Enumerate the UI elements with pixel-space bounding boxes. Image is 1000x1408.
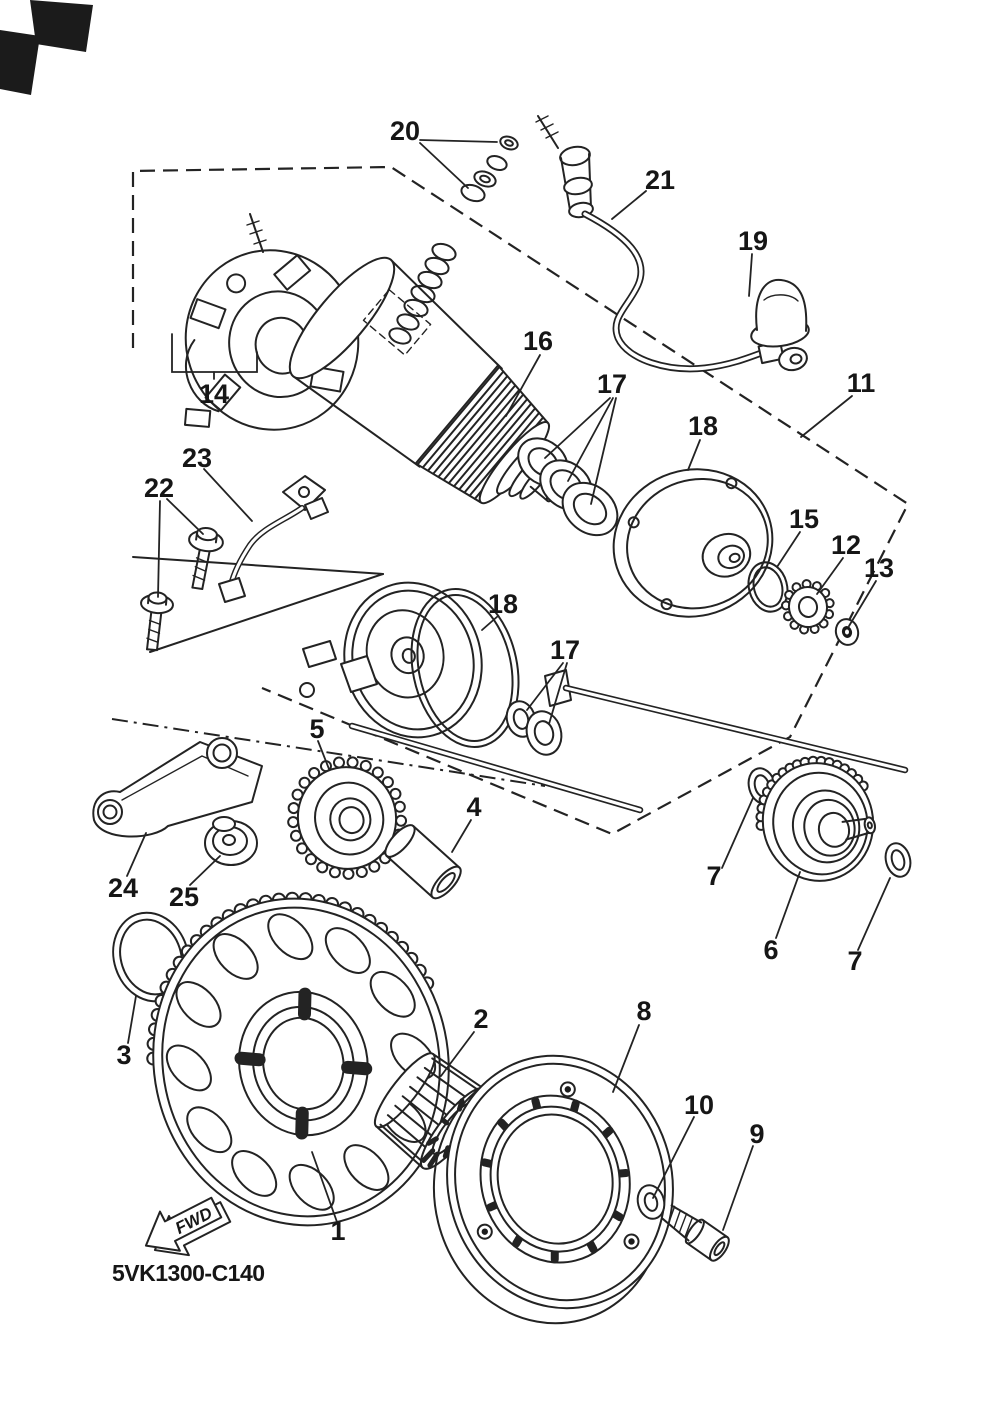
part-callout-3-22: 3 bbox=[116, 1040, 131, 1070]
rubber-damper bbox=[204, 816, 258, 866]
mounting-bracket bbox=[92, 737, 263, 838]
fwd-arrow: FWD bbox=[144, 1196, 232, 1257]
cover-large-o-ring bbox=[410, 588, 520, 748]
motor-front-cover bbox=[612, 468, 774, 618]
part-callout-16-4: 16 bbox=[523, 326, 553, 356]
part-callout-18-6: 18 bbox=[688, 411, 718, 441]
washer-10 bbox=[636, 1184, 666, 1220]
corner-scan-marks bbox=[0, 0, 93, 95]
part-callout-14-7: 14 bbox=[199, 379, 229, 409]
part-callout-25-18: 25 bbox=[169, 882, 199, 912]
part-callout-21-1: 21 bbox=[645, 165, 675, 195]
part-callout-13-12: 13 bbox=[864, 553, 894, 583]
part-callout-12-11: 12 bbox=[831, 530, 861, 560]
mounting-pointer-wedge bbox=[132, 556, 384, 653]
part-callout-4-16: 4 bbox=[466, 792, 481, 822]
wheel-hub-slots bbox=[234, 987, 373, 1140]
diagram-code: 5VK1300-C140 bbox=[112, 1260, 265, 1286]
part-callout-8-24: 8 bbox=[636, 996, 651, 1026]
clutch-bolt bbox=[661, 1204, 730, 1262]
starter-clutch-gear bbox=[755, 755, 876, 882]
part-callout-1-27: 1 bbox=[330, 1216, 345, 1246]
part-callout-11-3: 11 bbox=[847, 368, 876, 398]
part-callout-7-21: 7 bbox=[847, 946, 862, 976]
clutch-bolt-holes bbox=[476, 1081, 640, 1250]
part-callout-19-2: 19 bbox=[738, 226, 768, 256]
through-bolt-rods bbox=[348, 684, 909, 814]
terminal-hardware-20 bbox=[388, 135, 519, 345]
motor-rear-cover bbox=[343, 581, 483, 739]
part-callout-17-5: 17 bbox=[597, 369, 627, 399]
shaft-washers-lower bbox=[505, 700, 563, 756]
brush-terminal-studs bbox=[246, 115, 559, 253]
part-callout-24-17: 24 bbox=[108, 873, 138, 903]
washer-7-right bbox=[884, 842, 912, 878]
part-callout-15-10: 15 bbox=[789, 504, 819, 534]
flange-bolt-a bbox=[188, 526, 224, 590]
part-callout-17-14: 17 bbox=[550, 635, 580, 665]
callout-leader-lines bbox=[126, 139, 891, 1231]
starter-cable bbox=[559, 145, 808, 373]
flange-bolt-b bbox=[140, 591, 174, 652]
idler-gear bbox=[287, 756, 408, 880]
shaft-washers-upper bbox=[517, 437, 619, 537]
bearing-cage-lattice bbox=[379, 1057, 480, 1163]
axis-dashdot-line bbox=[111, 718, 546, 787]
pinion-gear bbox=[780, 579, 835, 635]
part-callout-18-13: 18 bbox=[488, 589, 518, 619]
terminal-rubber-cap bbox=[750, 278, 810, 348]
part-callout-22-9: 22 bbox=[144, 473, 174, 503]
starter-wheel-gear bbox=[146, 891, 450, 1227]
part-callout-7-19: 7 bbox=[706, 861, 721, 891]
cover-o-ring bbox=[747, 561, 789, 613]
part-callout-9-26: 9 bbox=[749, 1119, 764, 1149]
part-callout-5-15: 5 bbox=[309, 714, 324, 744]
part-callout-10-25: 10 bbox=[684, 1090, 714, 1120]
lock-washer bbox=[834, 618, 860, 646]
collar bbox=[384, 824, 462, 900]
one-way-clutch bbox=[432, 1054, 674, 1325]
part-callout-20-0: 20 bbox=[390, 116, 420, 146]
lead-wire-guide bbox=[218, 475, 329, 603]
part-callout-6-20: 6 bbox=[763, 935, 778, 965]
wheel-lightening-holes bbox=[165, 913, 437, 1211]
part-callout-23-8: 23 bbox=[182, 443, 212, 473]
part-callout-2-23: 2 bbox=[473, 1004, 488, 1034]
